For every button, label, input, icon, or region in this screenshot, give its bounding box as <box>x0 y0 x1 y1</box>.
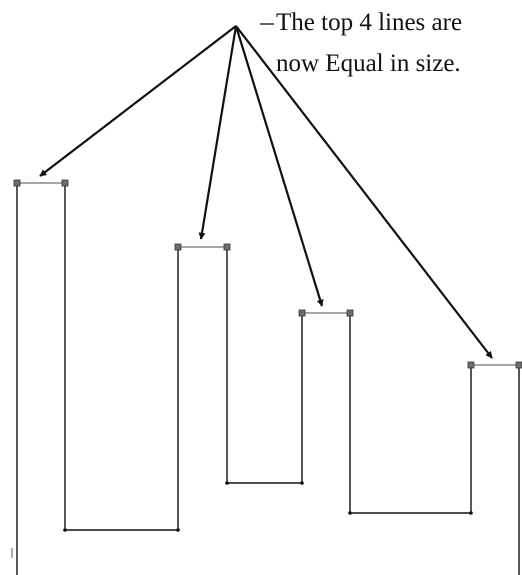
arrow-to-line-4 <box>235 25 493 359</box>
callout-annotation: The top 4 lines are now Equal in size. <box>260 9 462 77</box>
arrow-to-line-1 <box>39 25 237 177</box>
vertex-point <box>225 481 229 485</box>
callout-arrows <box>39 25 493 359</box>
endpoint-handle[interactable] <box>346 309 354 317</box>
arrow-to-line-3 <box>234 25 324 307</box>
callout-text-line-1: The top 4 lines are <box>276 9 462 36</box>
vertex-point <box>300 481 304 485</box>
endpoint-handle[interactable] <box>61 179 69 187</box>
endpoint-handle[interactable] <box>467 361 475 369</box>
endpoint-handle[interactable] <box>515 361 522 369</box>
endpoint-handle[interactable] <box>223 243 231 251</box>
arrow-to-line-2 <box>198 25 238 240</box>
vertex-point <box>348 511 352 515</box>
endpoint-handle[interactable] <box>298 309 306 317</box>
vertex-point <box>176 528 180 532</box>
sketch-profile <box>16 183 520 575</box>
vertex-point <box>63 528 67 532</box>
endpoint-handle[interactable] <box>174 243 182 251</box>
endpoint-handle[interactable] <box>13 179 21 187</box>
callout-text-line-2: now Equal in size. <box>276 50 461 77</box>
vertex-point <box>469 511 473 515</box>
sketch-geometry <box>11 179 522 575</box>
